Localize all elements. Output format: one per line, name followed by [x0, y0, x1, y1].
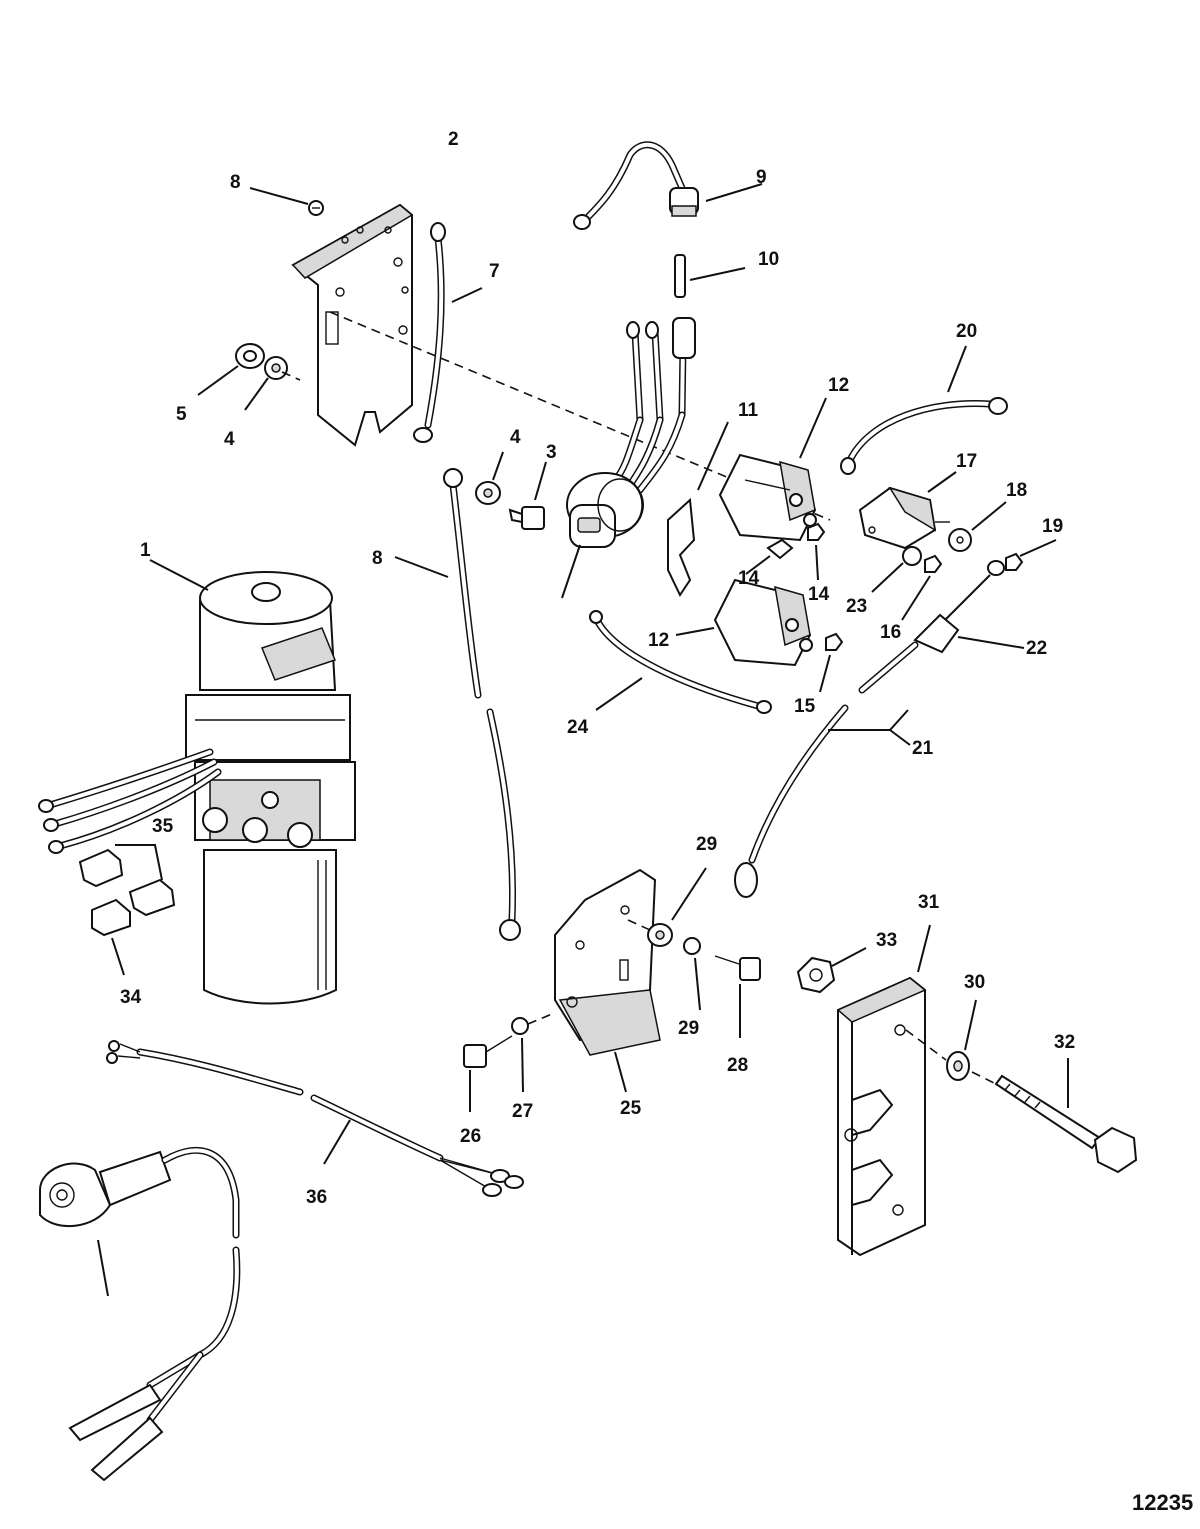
part-15-nut	[901, 554, 943, 621]
callout-23: 24	[567, 717, 589, 738]
part-30-mounting-block	[836, 924, 931, 1257]
callout-20: 21	[912, 738, 934, 759]
callout-28: 29	[678, 1018, 699, 1039]
figure-id: 12235	[1132, 1490, 1193, 1515]
callout-labels: 2 8 9 10 7 20 12 5 11 4 4 3 17 18 19 1 8…	[120, 129, 1075, 1208]
part-28-lockwasher	[683, 937, 701, 1011]
callout-15: 16	[880, 622, 901, 643]
part-3-bolt	[508, 461, 547, 530]
part-19-cable	[840, 345, 1008, 475]
callout-13: 14	[738, 568, 760, 589]
part-2-mounting-bracket	[291, 203, 414, 447]
part-31-bolt	[994, 1058, 1138, 1174]
part-10-fuse	[674, 254, 746, 298]
part-12-solenoid-upper	[718, 397, 827, 542]
callout-17: 18	[1006, 480, 1027, 501]
callout-8: 8	[230, 172, 241, 193]
callout-32: 33	[876, 930, 897, 951]
part-32-nut	[796, 947, 867, 994]
callout-7: 8	[372, 548, 383, 569]
callout-6: 7	[489, 261, 500, 282]
part-24-lower-bracket	[554, 868, 661, 1093]
callout-33: 34	[120, 987, 142, 1008]
callout-30: 31	[918, 892, 940, 913]
part-4-washer-left	[244, 356, 288, 411]
part-16-circuit-breaker	[858, 471, 957, 550]
part-22-washer	[871, 546, 922, 593]
part-6-ground-wire	[413, 222, 483, 443]
callout-12-lower: 12	[648, 630, 669, 651]
part-14-nut-upper	[807, 522, 826, 581]
callout-4-left: 4	[224, 429, 235, 450]
part-17-washer	[948, 501, 1007, 552]
callout-19: 20	[956, 321, 977, 342]
part-8-screw	[249, 187, 324, 216]
part-12-solenoid-lower	[675, 578, 813, 667]
part-23-cable	[589, 610, 772, 714]
part-25-bolt	[463, 1035, 513, 1112]
part-20-cable	[734, 641, 919, 898]
callout-29-lower: 30	[964, 972, 985, 993]
callout-29-upper: 29	[696, 834, 717, 855]
callout-5: 5	[176, 404, 187, 425]
callout-16: 17	[956, 451, 977, 472]
callout-11: 11	[738, 400, 759, 421]
part-9-fuse-holder	[573, 141, 763, 230]
part-21-terminal-boot	[913, 560, 1025, 654]
callout-25: 26	[460, 1126, 481, 1147]
callout-24: 25	[620, 1098, 642, 1119]
part-36-adapter-harness	[39, 1146, 241, 1482]
callout-18: 19	[1042, 516, 1063, 537]
callout-22: 23	[846, 596, 867, 617]
part-35-harness	[106, 1040, 524, 1197]
part-29-washer-upper	[627, 867, 707, 947]
part-26-washer	[511, 1013, 553, 1093]
part-7-cable	[394, 468, 521, 941]
part-27-bolt	[714, 955, 761, 1038]
part-33-fitting	[91, 898, 131, 976]
callout-34: 35	[152, 816, 174, 837]
part-18-nut	[1005, 539, 1057, 571]
callout-3: 3	[546, 442, 557, 463]
callout-9: 9	[756, 167, 767, 188]
callout-21: 22	[1026, 638, 1047, 659]
callout-31: 32	[1054, 1032, 1075, 1053]
callout-14-lower: 15	[794, 696, 816, 717]
part-14-nut-lower	[819, 632, 844, 693]
callout-4-right: 4	[510, 427, 521, 448]
callout-12-upper: 12	[828, 375, 849, 396]
callout-1: 1	[140, 540, 151, 561]
callout-27: 28	[727, 1055, 748, 1076]
part-4-washer-right	[475, 451, 504, 505]
part-5-spacer	[197, 343, 265, 396]
part-13-bolt	[745, 538, 794, 575]
part-29-washer-lower	[905, 999, 1001, 1087]
part-11-solenoid-bracket	[667, 421, 729, 598]
callout-10: 10	[758, 249, 779, 270]
callout-2: 2	[448, 129, 459, 150]
callout-14-upper: 14	[808, 584, 830, 605]
part-34-fittings	[78, 844, 176, 917]
callout-35: 36	[306, 1187, 327, 1208]
pump-motor-leads	[38, 748, 222, 854]
wiring-harness-connector	[561, 317, 696, 599]
callout-26: 27	[512, 1101, 533, 1122]
part-1-pump-motor	[149, 559, 356, 1005]
